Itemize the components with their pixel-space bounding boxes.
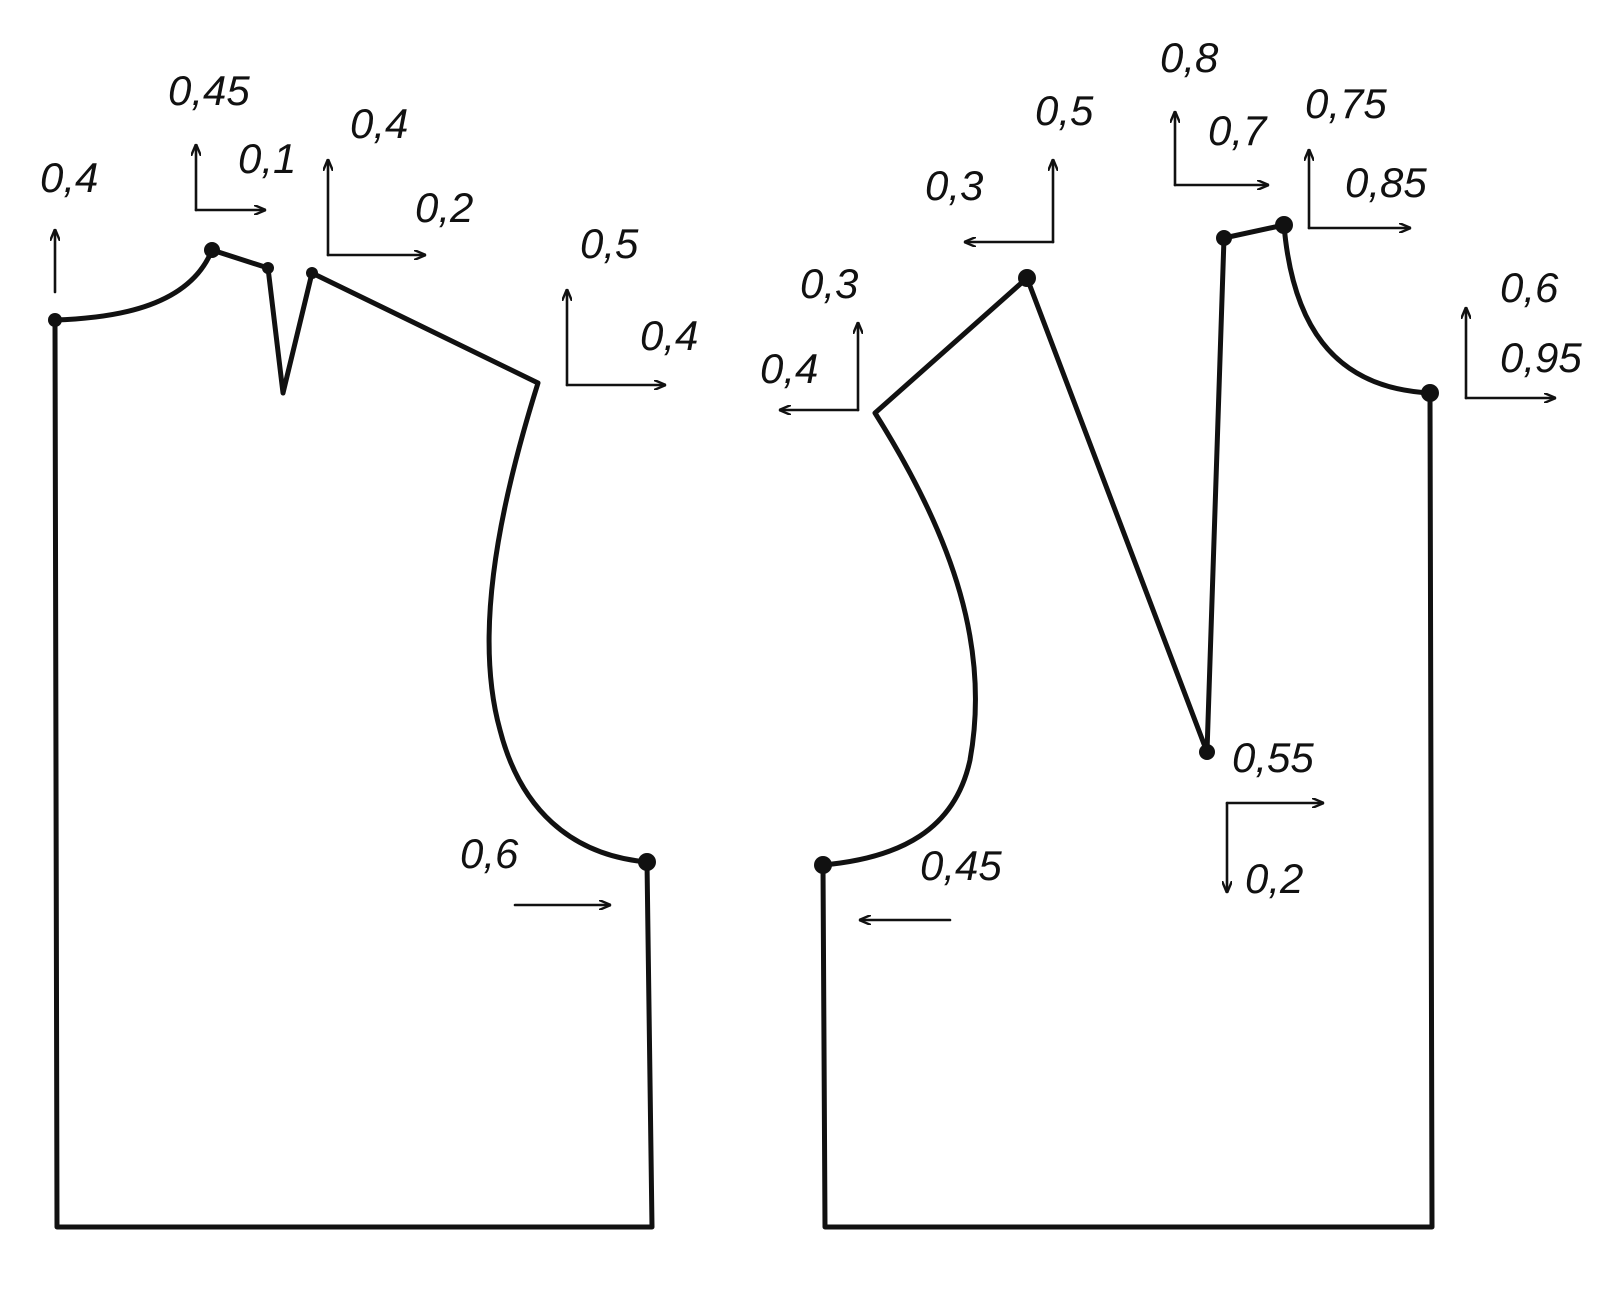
- label-shoulder-tip-up: 0,5: [580, 220, 639, 267]
- back-piece-outline: [52, 247, 655, 1230]
- label-shoulder-left: 0,3: [925, 162, 983, 209]
- label-armhole-top-left: 0,4: [760, 345, 818, 392]
- back-piece: 0,4 0,45 0,1 0,4 0,2 0,5 0,4 0,6: [40, 67, 698, 1230]
- label-shoulder-up: 0,5: [1035, 87, 1094, 134]
- label-underarm: 0,45: [920, 842, 1002, 889]
- back-piece-arrows: [55, 143, 667, 905]
- label-dart-left-right: 0,1: [238, 135, 296, 182]
- point-underarm: [638, 853, 656, 871]
- label-dart-right-right: 0,2: [415, 184, 473, 231]
- label-dart-right-up: 0,4: [350, 100, 408, 147]
- label-dart-point-right: 0,55: [1232, 734, 1314, 781]
- label-armhole-top-up: 0,3: [800, 260, 858, 307]
- label-dart-left-right: 0,7: [1208, 107, 1268, 154]
- point-dart-leg-left: [1216, 230, 1232, 246]
- point-shoulder-neck: [204, 242, 220, 258]
- front-piece-points: [814, 216, 1439, 874]
- point-dart-leg-right: [306, 267, 318, 279]
- label-center-back-neck: 0,4: [40, 154, 98, 201]
- label-center-front-neck-up: 0,6: [1500, 264, 1559, 311]
- front-piece-outline: [820, 222, 1435, 1230]
- label-center-front-neck-right: 0,95: [1500, 334, 1582, 381]
- point-center-back-neck: [48, 313, 62, 327]
- label-shoulder-tip-right: 0,4: [640, 312, 698, 359]
- label-dart-point-down: 0,2: [1245, 855, 1303, 902]
- label-underarm: 0,6: [460, 830, 519, 877]
- point-dart-leg-right: [1275, 216, 1293, 234]
- front-piece-labels: 0,3 0,4 0,5 0,3 0,8 0,7 0,75 0,85 0,6 0,…: [760, 34, 1582, 902]
- label-dart-left-up: 0,45: [168, 67, 250, 114]
- label-dart-right-up: 0,75: [1305, 80, 1387, 127]
- point-dart-leg-left: [262, 262, 274, 274]
- back-piece-labels: 0,4 0,45 0,1 0,4 0,2 0,5 0,4 0,6: [40, 67, 698, 877]
- point-dart-apex: [1199, 744, 1215, 760]
- point-underarm: [814, 856, 832, 874]
- front-piece-arrows: [778, 110, 1557, 920]
- back-piece-points: [48, 242, 656, 871]
- label-dart-right-right: 0,85: [1345, 159, 1427, 206]
- point-center-front-neck: [1421, 384, 1439, 402]
- label-dart-left-up: 0,8: [1160, 34, 1219, 81]
- point-shoulder-tip: [1018, 269, 1036, 287]
- front-piece: 0,3 0,4 0,5 0,3 0,8 0,7 0,75 0,85 0,6 0,…: [760, 34, 1582, 1230]
